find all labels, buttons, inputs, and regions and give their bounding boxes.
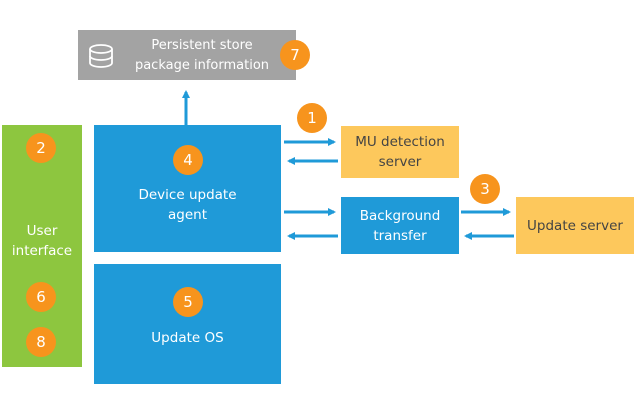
persistent-store-box: [78, 30, 296, 80]
database-icon: [89, 44, 113, 68]
update-os-label: Update OS: [151, 330, 224, 346]
mu-detection-server-label: MU detection server: [355, 134, 445, 170]
step-badge-8: 8: [26, 327, 56, 357]
step-badge-7: 7: [280, 40, 310, 70]
mu-detection-server-box: [341, 126, 459, 178]
update-server-label: Update server: [527, 218, 623, 234]
update-server-box: [516, 197, 634, 254]
background-transfer-box: [341, 197, 459, 254]
device-update-agent-label: Device update agent: [138, 187, 237, 223]
step-badge-1: 1: [297, 103, 327, 133]
step-badge-6: 6: [26, 282, 56, 312]
step-badge-5: 5: [173, 287, 203, 317]
step-badge-4: 4: [173, 145, 203, 175]
background-transfer-label: Background transfer: [359, 208, 441, 244]
user-interface-box: [2, 125, 82, 367]
update-os-box: [94, 264, 281, 384]
user-interface-label: User interface: [11, 223, 73, 259]
step-badge-2: 2: [26, 133, 56, 163]
persistent-store-label: Persistent store package information: [134, 38, 270, 73]
step-badge-3: 3: [470, 174, 500, 204]
